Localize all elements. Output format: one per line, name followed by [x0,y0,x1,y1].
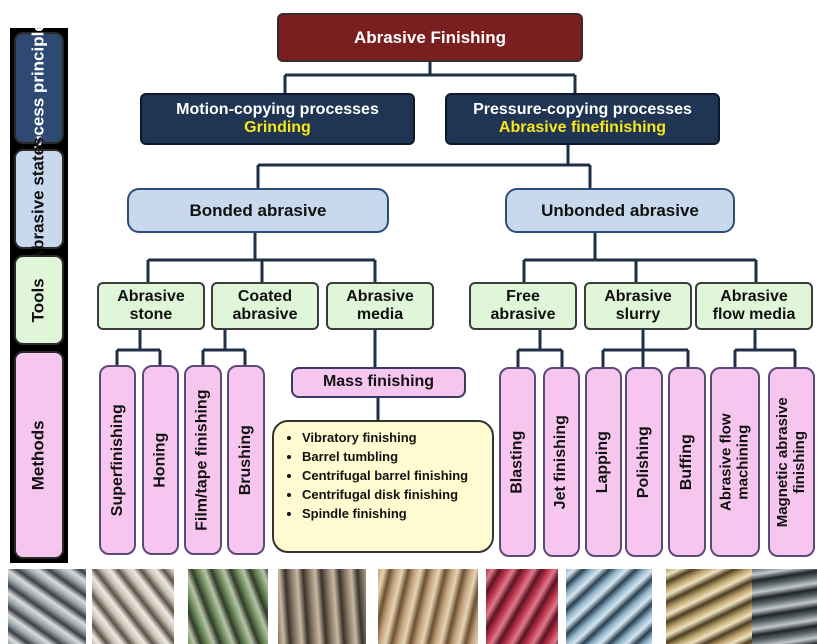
mass-finishing-item: Centrifugal disk finishing [302,485,484,504]
flow-machining-photo [752,569,817,644]
polishing-box: Polishing [625,367,663,557]
tools-label: Tools [14,255,64,345]
mass-finishing-item: Spindle finishing [302,504,484,523]
methods-label: Methods [14,351,64,559]
jet-finishing-box: Jet finishing [543,367,580,557]
flap-wheel-photo [378,569,478,644]
mass-finishing-item: Vibratory finishing [302,428,484,447]
tumbling-media-photo [486,569,558,644]
mass-finishing-item: Barrel tumbling [302,447,484,466]
superfinishing-box: Superfinishing [99,365,136,555]
blasting-box: Blasting [499,367,536,557]
unbonded-abrasive-box: Unbonded abrasive [505,188,735,233]
process-principles-label: Process principles [14,12,64,164]
mass-finishing-list: Vibratory finishing Barrel tumbling Cent… [272,420,494,553]
mass-finishing-item: Centrifugal barrel finishing [302,466,484,485]
brushing-box: Brushing [227,365,265,555]
film-finishing-photo [188,569,268,644]
abrasive-states-label: Abrasive states [14,136,64,262]
motion-copying-box: Motion-copying processes Grinding [140,93,415,145]
honing-box: Honing [142,365,179,555]
title-abrasive-finishing: Abrasive Finishing [277,13,583,62]
brushing-photo [278,569,366,644]
jet-finishing-photo [566,569,652,644]
superfinishing-photo [8,569,86,644]
buffing-box: Buffing [668,367,706,557]
honing-photo [92,569,174,644]
pressure-copying-box: Pressure-copying processes Abrasive fine… [445,93,720,145]
bonded-abrasive-box: Bonded abrasive [127,188,389,233]
mass-finishing-box: Mass finishing [291,367,466,398]
lapping-box: Lapping [585,367,622,557]
film-tape-finishing-box: Film/tape finishing [184,365,222,555]
lapping-photo [666,569,752,644]
